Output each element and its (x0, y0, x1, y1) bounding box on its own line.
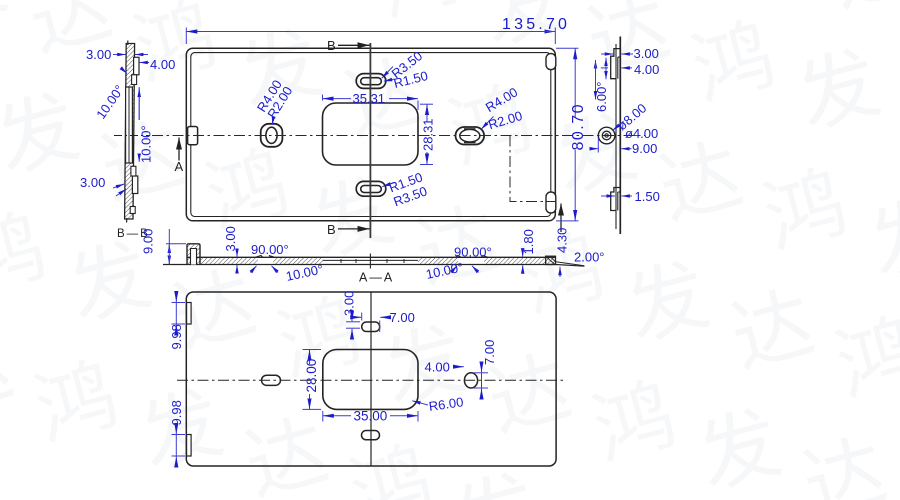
svg-text:4.30: 4.30 (555, 228, 570, 253)
svg-text:发: 发 (446, 461, 546, 500)
svg-text:135.70: 135.70 (502, 16, 570, 33)
svg-text:90.00°: 90.00° (454, 245, 492, 260)
svg-text:鸿: 鸿 (368, 0, 468, 32)
svg-text:R6.00: R6.00 (428, 394, 464, 414)
svg-text:鸿: 鸿 (0, 201, 55, 308)
svg-text:达: 达 (236, 405, 336, 500)
svg-text:35.31: 35.31 (353, 91, 386, 106)
svg-text:鸿: 鸿 (584, 369, 684, 476)
svg-text:发: 发 (788, 37, 888, 144)
svg-text:鸿: 鸿 (683, 9, 783, 116)
svg-text:达: 达 (722, 277, 822, 384)
svg-text:鸿: 鸿 (26, 349, 126, 456)
svg-text:7.00: 7.00 (482, 340, 497, 365)
svg-text:2.00°: 2.00° (574, 250, 605, 265)
svg-text:鸿: 鸿 (197, 137, 297, 244)
svg-text:4.00: 4.00 (634, 62, 659, 77)
svg-text:鸿: 鸿 (755, 157, 855, 264)
svg-text:28.31: 28.31 (421, 118, 436, 151)
svg-text:达: 达 (650, 129, 750, 236)
svg-text:发: 发 (617, 249, 717, 356)
svg-text:A: A (175, 159, 184, 174)
svg-text:达: 达 (0, 321, 22, 428)
svg-text:3.00: 3.00 (342, 291, 357, 316)
svg-text:9.98: 9.98 (169, 400, 184, 425)
svg-text:发: 发 (0, 81, 88, 188)
svg-text:A—A: A—A (359, 271, 394, 285)
svg-text:鸿: 鸿 (827, 305, 900, 412)
svg-text:ø4.00: ø4.00 (625, 126, 658, 141)
svg-text:10.00°: 10.00° (139, 125, 154, 163)
svg-text:9.00: 9.00 (141, 229, 156, 254)
svg-text:3.00: 3.00 (634, 46, 659, 61)
svg-text:3.00: 3.00 (80, 175, 105, 190)
svg-text:4.00: 4.00 (425, 360, 450, 375)
svg-text:10.00°: 10.00° (93, 82, 127, 122)
svg-text:7.00: 7.00 (390, 310, 415, 325)
svg-text:达: 达 (578, 0, 678, 88)
svg-text:发: 发 (0, 0, 16, 40)
svg-text:B: B (327, 38, 336, 53)
svg-text:80.70: 80.70 (570, 103, 587, 151)
svg-text:9.00: 9.00 (632, 141, 657, 156)
svg-text:4.00: 4.00 (150, 57, 175, 72)
svg-text:35.00: 35.00 (354, 409, 388, 424)
svg-text:发: 发 (131, 377, 231, 484)
svg-text:6.00°: 6.00° (594, 81, 609, 112)
svg-text:达: 达 (821, 0, 900, 24)
svg-text:3.00: 3.00 (223, 226, 238, 251)
svg-text:发: 发 (860, 185, 900, 292)
svg-text:发: 发 (689, 397, 789, 500)
svg-text:9.98: 9.98 (169, 324, 184, 349)
svg-text:28.00: 28.00 (304, 359, 319, 393)
svg-text:达: 达 (551, 489, 651, 500)
svg-text:90.00°: 90.00° (251, 242, 289, 257)
svg-text:达: 达 (263, 0, 363, 4)
svg-text:1.80: 1.80 (521, 229, 536, 254)
svg-text:达: 达 (893, 65, 900, 172)
svg-text:1.50: 1.50 (635, 189, 660, 204)
svg-text:B: B (327, 222, 336, 237)
svg-text:3.00: 3.00 (86, 47, 111, 62)
svg-text:达: 达 (794, 425, 894, 500)
svg-text:B—B: B—B (117, 228, 150, 240)
